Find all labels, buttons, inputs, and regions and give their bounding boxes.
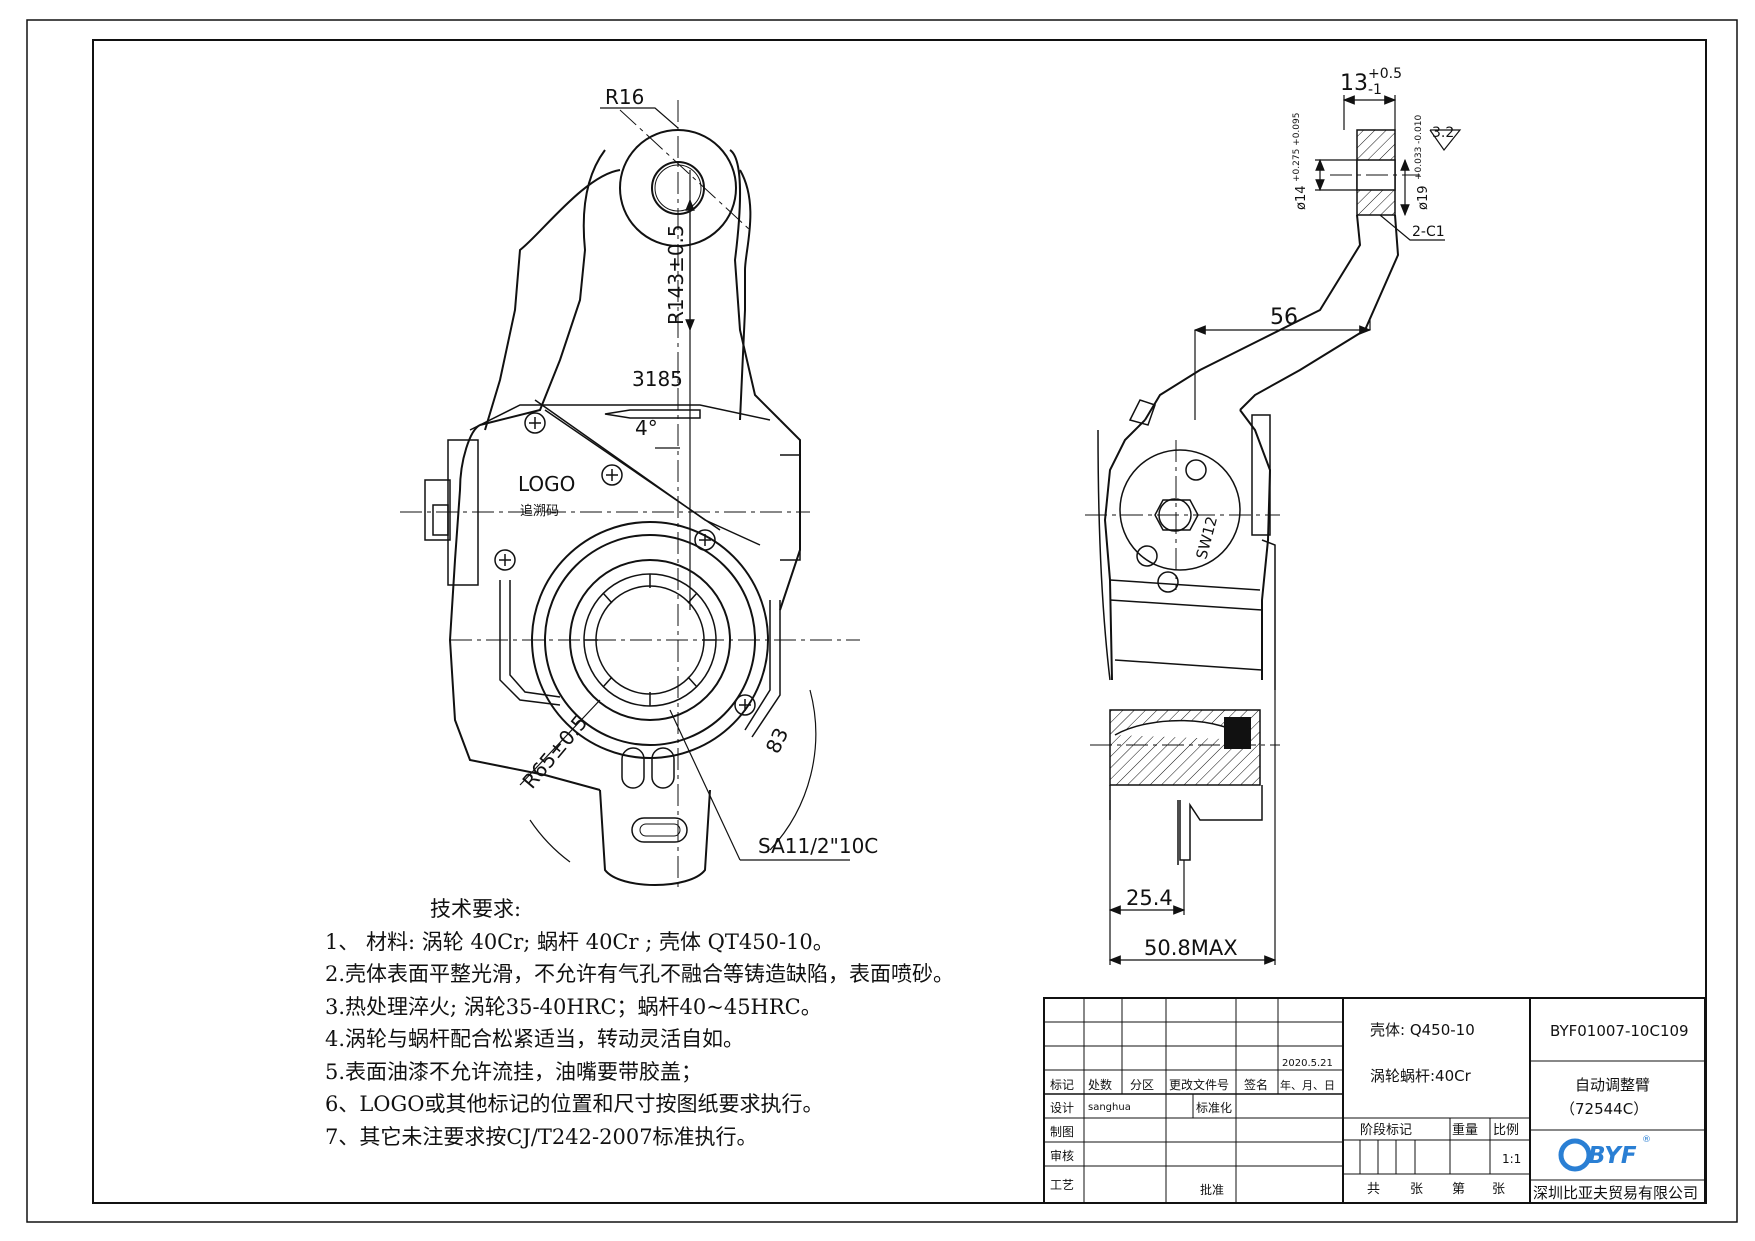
- tb-weight-label: 重量: [1452, 1122, 1478, 1138]
- tb-h-zone: 分区: [1130, 1078, 1154, 1092]
- dim-r16: R16: [605, 85, 644, 109]
- dim-bore-19-tol: +0.033 -0.010: [1414, 115, 1424, 180]
- outer-border: [26, 19, 1738, 1223]
- dim-3185: 3185: [632, 367, 683, 391]
- tb-part-name: 自动调整臂: [1575, 1076, 1650, 1094]
- dims-front: [519, 107, 850, 863]
- dim-r65: R65±0.5: [517, 710, 592, 793]
- inner-border: [92, 39, 1707, 1204]
- note-item: 2.壳体表面平整光滑，不允许有气孔不融合等铸造缺陷，表面喷砂。: [325, 962, 955, 986]
- dim-13-tol-dn: -1: [1368, 82, 1382, 98]
- tb-material-worm: 涡轮蜗杆:40Cr: [1370, 1067, 1472, 1085]
- dim-25-4: 25.4: [1126, 886, 1173, 910]
- tb-material-shell: 壳体: Q450-10: [1370, 1021, 1475, 1039]
- dim-angle-4: 4°: [635, 416, 658, 440]
- technical-notes: 技术要求: 1、 材料: 涡轮 40Cr; 蜗杆 40Cr ; 壳体 QT450…: [325, 893, 954, 1153]
- dim-spline: SA11/2"10C: [758, 834, 878, 858]
- notes-title: 技术要求:: [430, 897, 522, 921]
- front-view: [424, 129, 801, 886]
- tb-design-label: 设计: [1050, 1101, 1074, 1115]
- note-item: 3.热处理淬火; 涡轮35-40HRC；蜗杆40~45HRC。: [325, 994, 822, 1019]
- title-block: [1043, 997, 1706, 1204]
- registered-icon: ®: [1642, 1135, 1651, 1145]
- dim-83: 83: [761, 724, 794, 757]
- tb-page-label: 第: [1452, 1182, 1465, 1197]
- tb-h-mark: 标记: [1050, 1078, 1074, 1092]
- tb-company: 深圳比亚夫贸易有限公司: [1533, 1184, 1698, 1202]
- logo-ring-icon: [1558, 1138, 1592, 1172]
- tb-process-label: 工艺: [1050, 1178, 1074, 1192]
- logo-wordmark: BYF: [1588, 1143, 1637, 1169]
- tb-sheet-unit: 张: [1410, 1182, 1423, 1197]
- tb-draw-label: 制图: [1050, 1125, 1074, 1139]
- side-view: [1097, 129, 1400, 865]
- tb-review-label: 审核: [1050, 1148, 1074, 1163]
- company-logo: BYF ®: [1558, 1135, 1651, 1172]
- tb-total-label: 共: [1367, 1182, 1380, 1197]
- tb-h-doc: 更改文件号: [1169, 1077, 1229, 1092]
- note-item: 6、LOGO或其他标记的位置和尺寸按图纸要求执行。: [325, 1092, 824, 1116]
- dim-13: 13: [1340, 71, 1368, 96]
- tb-scale-label: 比例: [1493, 1123, 1519, 1138]
- dim-roughness: 3.2: [1432, 125, 1454, 141]
- tb-part-code: （72544C）: [1560, 1100, 1648, 1118]
- tb-h-sign: 签名: [1244, 1077, 1268, 1092]
- dim-50-8: 50.8MAX: [1144, 936, 1238, 960]
- note-item: 1、 材料: 涡轮 40Cr; 蜗杆 40Cr ; 壳体 QT450-10。: [325, 929, 834, 954]
- centerlines-front: [400, 100, 860, 890]
- tb-standardize-label: 标准化: [1196, 1101, 1232, 1115]
- dim-13-tol-up: +0.5: [1368, 66, 1402, 82]
- title-block-text: 2020.5.21 标记 处数 分区 更改文件号 签名 年、月、日 设计 san…: [1050, 1021, 1698, 1202]
- tb-date: 2020.5.21: [1282, 1058, 1333, 1069]
- note-item: 7、其它未注要求按CJ/T242-2007标准执行。: [325, 1124, 758, 1149]
- tb-page-unit: 张: [1492, 1182, 1505, 1197]
- tb-designer: sanghua: [1088, 1102, 1131, 1113]
- tb-stage-label: 阶段标记: [1360, 1123, 1412, 1138]
- dim-bore-14: ø14: [1294, 186, 1309, 211]
- dim-56: 56: [1270, 305, 1298, 330]
- trace-code-label: 追溯码: [520, 503, 559, 519]
- tb-scale-value: 1:1: [1502, 1152, 1521, 1166]
- dims-side: [1108, 95, 1462, 965]
- tb-h-count: 处数: [1088, 1077, 1112, 1092]
- tb-drawing-number: BYF01007-10C109: [1550, 1022, 1689, 1040]
- dim-chamfer: 2-C1: [1412, 224, 1445, 240]
- dim-bore-19: ø19: [1416, 186, 1431, 211]
- note-item: 5.表面油漆不允许流挂，油嘴要带胶盖；: [325, 1059, 703, 1084]
- logo-label: LOGO: [518, 472, 575, 496]
- dim-sw12: SW12: [1192, 514, 1221, 561]
- screw-heads: [494, 412, 756, 716]
- note-item: 4.涡轮与蜗杆配合松紧适当，转动灵活自如。: [325, 1027, 745, 1051]
- tb-approve-label: 批准: [1200, 1182, 1224, 1197]
- dim-bore-14-tol: +0.275 +0.095: [1292, 113, 1302, 182]
- dim-r143: R143±0.5: [664, 224, 688, 325]
- tb-h-date: 年、月、日: [1280, 1078, 1335, 1092]
